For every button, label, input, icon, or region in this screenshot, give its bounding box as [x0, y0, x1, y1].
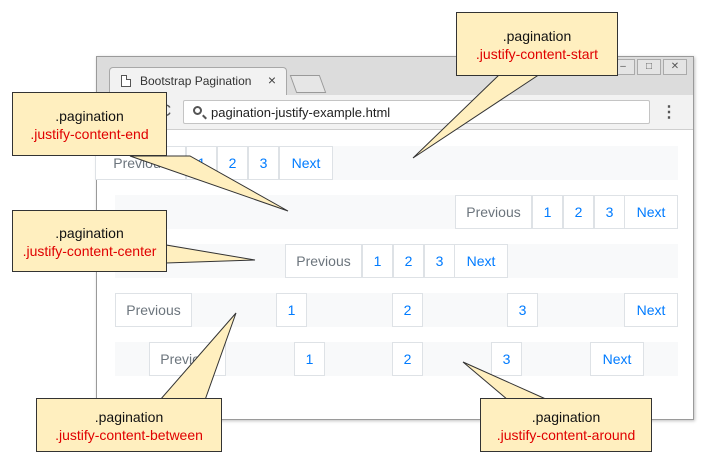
- callout-class: .pagination: [94, 409, 164, 425]
- pagination-next[interactable]: Next: [590, 342, 644, 376]
- page-icon: [121, 75, 131, 87]
- pagination-start: Previous 1 2 3 Next: [95, 146, 678, 180]
- callout-modifier: .justify-content-center: [22, 243, 157, 259]
- browser-menu-icon[interactable]: ⋮: [661, 104, 677, 121]
- tab-close-icon[interactable]: ×: [267, 72, 276, 88]
- pagination-next[interactable]: Next: [624, 293, 678, 327]
- pagination-previous[interactable]: Previous: [115, 293, 192, 327]
- close-window-button[interactable]: ✕: [663, 59, 687, 75]
- callout-modifier: .justify-content-end: [30, 126, 149, 142]
- callout-class: .pagination: [502, 28, 572, 44]
- callout-class: .pagination: [55, 108, 124, 124]
- pagination-page-1[interactable]: 1: [294, 342, 325, 376]
- address-bar[interactable]: pagination-justify-example.html: [183, 100, 650, 124]
- callout-modifier: .justify-content-around: [496, 427, 636, 443]
- callout-end: .pagination .justify-content-end: [12, 92, 167, 156]
- pagination-page-2[interactable]: 2: [392, 342, 423, 376]
- pagination-page-1[interactable]: 1: [532, 195, 563, 229]
- callout-class: .pagination: [531, 409, 601, 425]
- pagination-page-3[interactable]: 3: [507, 293, 538, 327]
- pagination-page-1[interactable]: 1: [276, 293, 307, 327]
- maximize-button[interactable]: □: [637, 59, 661, 75]
- pagination-previous[interactable]: Previous: [455, 195, 532, 229]
- pagination-page-1[interactable]: 1: [362, 244, 393, 278]
- pagination-between: Previous 1 2 3 Next: [115, 293, 678, 327]
- pagination-page-3[interactable]: 3: [491, 342, 522, 376]
- tab-title: Bootstrap Pagination: [140, 74, 252, 88]
- pagination-next[interactable]: Next: [624, 195, 678, 229]
- pagination-page-3[interactable]: 3: [248, 146, 279, 180]
- browser-tab[interactable]: Bootstrap Pagination ×: [109, 67, 287, 95]
- callout-modifier: .justify-content-between: [55, 427, 203, 443]
- pagination-next[interactable]: Next: [454, 244, 508, 278]
- pagination-page-2[interactable]: 2: [563, 195, 594, 229]
- pagination-page-3[interactable]: 3: [424, 244, 455, 278]
- callout-center: .pagination .justify-content-center: [12, 210, 167, 272]
- pointer-around: [462, 361, 549, 401]
- pointer-end: [129, 155, 289, 212]
- callout-between: .pagination .justify-content-between: [36, 398, 222, 452]
- pagination-next[interactable]: Next: [279, 146, 333, 180]
- callout-around: .pagination .justify-content-around: [480, 398, 652, 452]
- pagination-page-2[interactable]: 2: [393, 244, 424, 278]
- pointer-start: [412, 73, 542, 159]
- search-icon: [193, 106, 202, 115]
- callout-start: .pagination .justify-content-start: [456, 12, 618, 76]
- pointer-center: [165, 244, 256, 264]
- callout-class: .pagination: [55, 225, 124, 241]
- pointer-between: [158, 312, 237, 401]
- browser-toolbar: C pagination-justify-example.html ⋮: [97, 95, 693, 130]
- pagination-previous[interactable]: Previous: [285, 244, 362, 278]
- callout-modifier: .justify-content-start: [475, 46, 599, 62]
- address-url: pagination-justify-example.html: [211, 105, 391, 120]
- pagination-end: Previous 1 2 3 Next: [115, 195, 678, 229]
- pagination-page-3[interactable]: 3: [594, 195, 625, 229]
- pagination-page-2[interactable]: 2: [392, 293, 423, 327]
